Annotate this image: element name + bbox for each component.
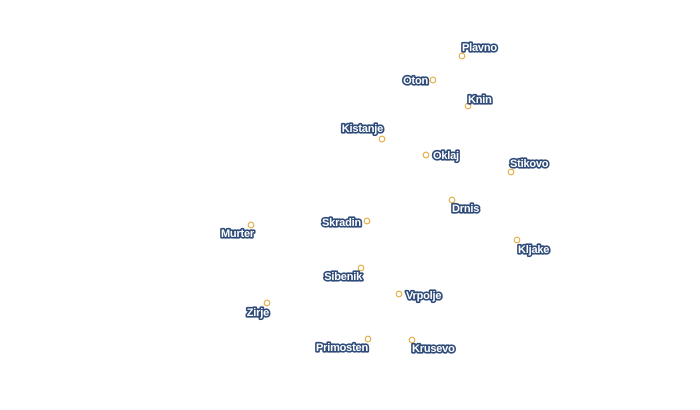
place-marker-skradin[interactable] [363,217,371,225]
place-marker-stikovo[interactable] [507,168,515,176]
place-label-kljake: Kljake [518,244,549,256]
place-label-primosten: Primosten [316,342,368,354]
place-marker-murter[interactable] [247,221,255,229]
place-label-zirje: Zirje [247,307,269,319]
place-label-vrpolje: Vrpolje [406,290,441,302]
place-marker-zirje[interactable] [263,299,271,307]
place-marker-drnis[interactable] [448,196,456,204]
place-marker-kistanje[interactable] [378,135,386,143]
place-label-drnis: Drnis [452,203,479,215]
place-marker-knin[interactable] [464,102,472,110]
place-marker-primosten[interactable] [364,335,372,343]
place-marker-vrpolje[interactable] [395,290,403,298]
place-label-knin: Knin [468,94,492,106]
place-marker-kljake[interactable] [513,236,521,244]
place-label-stikovo: Stikovo [510,158,549,170]
place-marker-sibenik[interactable] [357,264,365,272]
place-label-krusevo: Krusevo [412,343,455,355]
place-label-skradin: Skradin [322,217,361,229]
place-label-oklaj: Oklaj [433,150,459,162]
place-markers [247,52,521,344]
place-marker-krusevo[interactable] [408,336,416,344]
place-label-plavno: Plavno [462,42,497,54]
place-label-oton: Oton [403,75,428,87]
place-label-murter: Murter [221,228,255,240]
place-label-kistanje: Kistanje [342,123,383,135]
place-marker-plavno[interactable] [458,52,466,60]
place-marker-oklaj[interactable] [422,151,430,159]
place-marker-oton[interactable] [429,76,437,84]
place-label-sibenik: Sibenik [324,271,363,283]
place-labels: PlavnoOtonKninKistanjeOklajStikovoDrnisS… [219,40,551,356]
